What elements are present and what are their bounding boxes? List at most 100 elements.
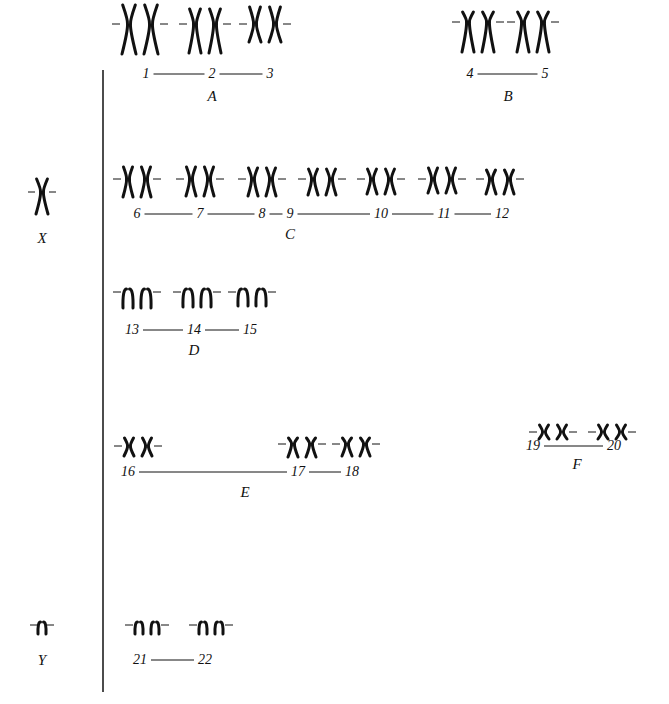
chromosome	[209, 9, 221, 53]
chromosome	[504, 170, 514, 194]
chromatid	[148, 289, 152, 308]
chromosome	[142, 438, 152, 456]
chromosome	[135, 622, 143, 634]
chromatid	[123, 289, 127, 308]
chromatid	[342, 438, 346, 456]
chromosome	[151, 622, 159, 634]
chromosome-number: 16	[121, 465, 135, 479]
chromatid	[452, 168, 456, 193]
chromatid	[152, 5, 158, 54]
chromatid	[469, 12, 474, 52]
chromatid	[216, 9, 221, 53]
chromatid	[545, 425, 549, 439]
chromatid	[308, 169, 312, 195]
group-letter: E	[240, 485, 249, 500]
number-link	[392, 214, 434, 215]
chromosome	[186, 167, 196, 196]
chromosome	[238, 289, 248, 306]
chromosome	[249, 7, 261, 42]
group-letter: X	[37, 231, 46, 246]
centromere-mark	[476, 179, 484, 180]
chromosome	[616, 425, 626, 439]
centromere-mark	[176, 179, 184, 180]
centromere-mark	[160, 24, 168, 25]
chromatid	[204, 167, 208, 196]
chromatid	[598, 425, 602, 439]
number-link	[139, 472, 287, 473]
centromere-mark	[239, 24, 247, 25]
centromere-mark	[238, 179, 246, 180]
chromosome	[557, 425, 567, 439]
chromosome	[269, 7, 281, 42]
chromatid	[238, 289, 242, 306]
chromosome-number: 7	[197, 207, 204, 221]
chromatid	[294, 438, 298, 457]
chromosome	[123, 167, 133, 197]
chromosome	[360, 438, 370, 456]
chromosome	[539, 425, 549, 439]
number-links	[139, 74, 603, 660]
centromere-mark	[216, 179, 224, 180]
chromosome	[199, 622, 207, 634]
centromere-mark	[268, 292, 276, 293]
chromatid	[196, 9, 201, 53]
chromatid	[151, 622, 154, 634]
chromatid	[544, 12, 549, 52]
chromosome-number: 20	[607, 439, 621, 453]
centromere-mark	[161, 625, 169, 626]
chromatid	[215, 622, 218, 634]
chromosome	[201, 289, 211, 307]
centromere-mark	[47, 625, 54, 626]
chromosome	[446, 168, 456, 193]
separator-line	[102, 70, 104, 692]
chromatid	[288, 438, 292, 457]
number-link	[220, 74, 263, 75]
centromere-mark	[213, 292, 221, 293]
centromere-mark	[153, 292, 161, 293]
chromatid	[148, 438, 152, 456]
group-letter: A	[207, 89, 216, 104]
chromosome-number: 4	[467, 67, 474, 81]
chromatid	[256, 7, 261, 42]
chromosome-number: 1	[143, 67, 150, 81]
chromatid	[539, 425, 543, 439]
chromatid	[366, 438, 370, 456]
chromosome	[308, 169, 318, 195]
chromatid	[616, 425, 620, 439]
chromosome-number: 17	[291, 465, 305, 479]
centromere-mark	[551, 22, 559, 23]
chromatid	[123, 167, 127, 197]
centromere-mark	[223, 24, 231, 25]
chromosome	[598, 425, 608, 439]
chromatid	[367, 169, 371, 194]
centromere-mark	[372, 444, 380, 445]
centromere-mark	[283, 24, 291, 25]
chromatid	[245, 289, 249, 306]
chromosome	[124, 438, 134, 456]
chromosome	[122, 5, 136, 54]
chromatid	[141, 289, 145, 308]
chromosome-number: 21	[133, 653, 147, 667]
group-letter: C	[285, 227, 295, 242]
chromosome-number: 11	[438, 207, 451, 221]
chromatid	[482, 12, 487, 52]
chromatid	[272, 168, 276, 196]
centromere-mark	[228, 292, 236, 293]
centromere-mark	[397, 179, 405, 180]
centromere-mark	[298, 179, 306, 180]
chromatid	[306, 438, 310, 457]
chromosome	[144, 5, 158, 54]
chromosome-number: 5	[542, 67, 549, 81]
chromosome	[141, 167, 151, 197]
chromosome	[288, 438, 298, 457]
centromere-mark	[112, 24, 120, 25]
chromatid	[434, 168, 438, 193]
chromatid	[157, 622, 160, 634]
number-link	[298, 214, 371, 215]
centromere-mark	[332, 444, 340, 445]
centromere-mark	[628, 432, 636, 433]
number-link	[145, 214, 193, 215]
chromatid	[199, 622, 202, 634]
chromatid	[130, 289, 134, 308]
chromosome-number: 9	[287, 207, 294, 221]
